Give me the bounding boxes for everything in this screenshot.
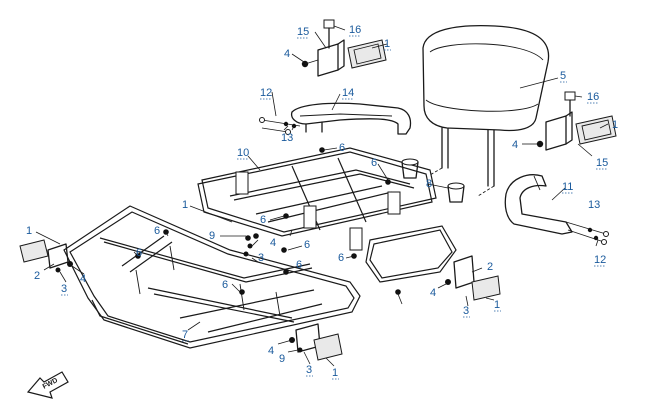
fasteners [135, 147, 401, 295]
callout-12-side-bolt: 12 [594, 254, 606, 266]
callout-4-front-left-nut: 4 [80, 273, 86, 285]
callout-5-backrest: 5 [560, 70, 566, 82]
callout-16-right-bolt: 16 [587, 91, 599, 103]
bottom-bracket [289, 323, 343, 361]
callout-13-side-washer: 13 [588, 199, 600, 211]
callout-2-right-bracket: 2 [487, 261, 493, 273]
callout-6-rack-lower: 6 [338, 252, 344, 264]
leader-lines [35, 25, 609, 367]
reflector-bracket-right [536, 91, 617, 151]
callout-6-front-rack-top: 6 [154, 225, 160, 237]
callout-1-front-right-reflector: 1 [494, 299, 500, 311]
front-right-bracket [445, 255, 501, 301]
callout-6-left-bolt: 6 [260, 214, 266, 226]
rear-rack-frame [197, 147, 457, 283]
callout-6-front-rack-mid: 6 [296, 259, 302, 271]
callout-7-front-rack: 7 [182, 329, 188, 341]
callout-6-rack-top: 6 [339, 142, 345, 154]
callout-8-spacer: 8 [426, 178, 432, 190]
callout-2-left-bracket: 2 [34, 270, 40, 282]
grab-handle [259, 102, 412, 135]
callout-6-rack-mid: 6 [371, 157, 377, 169]
side-handle [504, 174, 609, 245]
callout-4-right-nut: 4 [512, 139, 518, 151]
callout-1-bottom-reflector: 1 [332, 367, 338, 379]
callout-4-left-nut: 4 [270, 237, 276, 249]
backrest [422, 24, 550, 197]
callout-3-bottom-bolt: 3 [306, 364, 312, 376]
callout-4-bottom-nut: 4 [268, 345, 274, 357]
callout-16-top-bolt: 16 [349, 24, 361, 36]
callout-15-right-bracket: 15 [596, 157, 608, 169]
callout-6-front-rack-low: 6 [222, 279, 228, 291]
callout-15-top-bracket: 15 [297, 26, 309, 38]
callout-12-handle-bolt: 12 [260, 87, 272, 99]
callout-labels: 1 16 15 4 5 16 12 14 13 1 4 6 10 15 6 8 … [26, 24, 618, 379]
callout-3-front-right-bolt: 3 [463, 305, 469, 317]
front-rack-frame [63, 205, 361, 349]
callout-1-front-left-reflector: 1 [26, 225, 32, 237]
spacer-tubes [401, 158, 465, 203]
callout-1-rack-plate: 1 [182, 199, 188, 211]
callout-4-top-nut: 4 [284, 48, 290, 60]
callout-3-left-bolt: 3 [258, 252, 264, 264]
callout-1-top-reflector: 1 [384, 38, 390, 50]
callout-14-grab-handle: 14 [342, 87, 354, 99]
callout-3-front-left-bolt: 3 [61, 283, 67, 295]
front-left-bracket [19, 239, 73, 273]
callout-9-bottom-washer: 9 [279, 353, 285, 365]
forward-direction-arrow: FWD [26, 371, 69, 399]
callout-6-center-bolt: 6 [304, 239, 310, 251]
callout-9-left-washer: 9 [209, 230, 215, 242]
callout-4-front-right-nut: 4 [430, 287, 436, 299]
callout-10-rear-rack: 10 [237, 147, 249, 159]
callout-underlines [61, 35, 608, 380]
callout-13-handle-washer: 13 [281, 132, 293, 144]
callout-6-front-rack-left: 6 [136, 247, 142, 259]
callout-1-right-reflector: 1 [612, 119, 618, 131]
callout-11-side-handle: 11 [562, 181, 573, 193]
